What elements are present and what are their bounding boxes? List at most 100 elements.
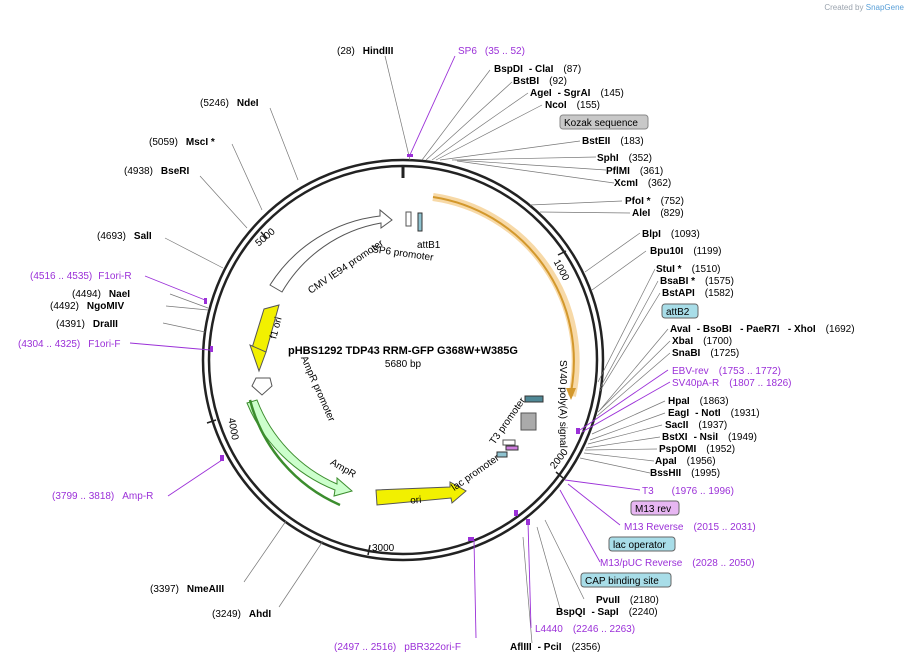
ngomiv-site[interactable]: NgoMIV xyxy=(87,301,125,312)
sv40-feature[interactable] xyxy=(520,412,537,431)
alei-site[interactable]: AleI xyxy=(632,208,651,219)
svg-text:BstXI- NsiI(1949): BstXI- NsiI(1949) xyxy=(662,432,757,443)
bstxi-site[interactable]: BstXI xyxy=(662,432,688,443)
svg-text:PspOMI(1952): PspOMI(1952) xyxy=(659,444,735,455)
svg-text:Bpu10I(1199): Bpu10I (1199) xyxy=(650,246,722,257)
pfoi-site[interactable]: PfoI * xyxy=(625,196,651,207)
m13puc-primer[interactable]: M13/pUC Reverse xyxy=(600,558,683,569)
sv40-label: SV40 poly(A) signal xyxy=(557,360,568,448)
m13reverse-primer[interactable]: M13 Reverse xyxy=(624,522,684,533)
bstapi-site[interactable]: BstAPI xyxy=(662,288,695,299)
sali-site[interactable]: SalI xyxy=(134,231,152,242)
nsii-site[interactable]: - NsiI xyxy=(694,432,719,443)
ndei-site[interactable]: NdeI xyxy=(237,98,259,109)
ampr-primer[interactable]: Amp-R xyxy=(122,491,153,502)
afliii-site[interactable]: AflIII xyxy=(510,642,532,653)
agei-site[interactable]: AgeI xyxy=(530,88,552,99)
draiii-site[interactable]: DraIII xyxy=(93,319,118,330)
sv40pa-range: (1807 .. 1826) xyxy=(729,378,791,389)
f1ori-r-primer[interactable]: F1ori-R xyxy=(98,271,131,282)
eagi-site[interactable]: EagI xyxy=(668,408,689,419)
pbr322-primer[interactable]: pBR322ori-F xyxy=(404,642,461,653)
l4440-primer[interactable]: L4440 xyxy=(535,624,563,635)
svg-text:(28)HindIII: (28)HindIII xyxy=(337,46,394,57)
ncoi-site[interactable]: NcoI xyxy=(545,100,567,111)
ahdi-site[interactable]: AhdI xyxy=(249,609,271,620)
snabi-site[interactable]: SnaBI xyxy=(672,348,701,359)
bpu10i-site[interactable]: Bpu10I xyxy=(650,246,684,257)
naei-site[interactable]: NaeI xyxy=(109,289,130,300)
f1ori-f-primer[interactable]: F1ori-F xyxy=(88,339,120,350)
svg-text:M13 Reverse(2015 .. 2031): M13 Reverse(2015 .. 2031) xyxy=(624,522,756,533)
sphi-site[interactable]: SphI xyxy=(597,153,619,164)
pspomi-site[interactable]: PspOMI xyxy=(659,444,696,455)
ampr-feature[interactable] xyxy=(246,399,354,497)
cmv-promoter[interactable] xyxy=(269,208,393,293)
agei-pos: (145) xyxy=(600,88,623,99)
svg-text:(3249)AhdI: (3249)AhdI xyxy=(212,609,271,620)
nmeaiii-site[interactable]: NmeAIII xyxy=(187,584,224,595)
cap-box[interactable] xyxy=(580,572,672,588)
m13rev-box[interactable] xyxy=(630,500,680,516)
cap-label: CAP binding site xyxy=(585,576,659,587)
svg-text:(4516 .. 4535)F1ori-R: (4516 .. 4535)F1ori-R xyxy=(30,271,132,282)
hpai-site[interactable]: HpaI xyxy=(668,396,690,407)
attb2-feature[interactable] xyxy=(524,395,544,403)
t3-range: (1976 .. 1996) xyxy=(672,486,734,497)
lac-operator-box[interactable] xyxy=(608,536,676,552)
bsabi-pos: (1575) xyxy=(705,276,734,287)
sp6-primer[interactable]: SP6 xyxy=(458,46,477,57)
blpi-site[interactable]: BlpI xyxy=(642,229,661,240)
attb2-label: attB2 xyxy=(666,307,690,318)
ebv-primer[interactable]: EBV-rev xyxy=(672,366,709,377)
pvuii-site[interactable]: PvuII xyxy=(596,595,620,606)
bsabi-site[interactable]: BsaBI * xyxy=(660,276,695,287)
bspqi-site[interactable]: BspQI xyxy=(556,607,586,618)
m13-feature[interactable] xyxy=(505,445,519,451)
apai-site[interactable]: ApaI xyxy=(655,456,677,467)
lac-feature[interactable] xyxy=(502,439,516,446)
sapi-site[interactable]: - SapI xyxy=(591,607,618,618)
svg-text:(2497 .. 2516)pBR322ori-F: (2497 .. 2516)pBR322ori-F xyxy=(334,642,461,653)
bsteii-site[interactable]: BstEII xyxy=(582,136,611,147)
hpai-pos: (1863) xyxy=(700,396,729,407)
t3-primer[interactable]: T3 xyxy=(642,486,654,497)
sp6-promoter-feature[interactable] xyxy=(405,211,412,227)
bseri-site[interactable]: BseRI xyxy=(161,166,190,177)
sp6-range: (35 .. 52) xyxy=(485,46,525,57)
xhoi-site[interactable]: - BsoBI - PaeR7I - XhoI xyxy=(697,324,816,335)
kozak-box[interactable] xyxy=(559,114,649,130)
hindiii-site[interactable]: HindIII xyxy=(363,46,394,57)
ori-feature[interactable] xyxy=(375,481,467,506)
noti-site[interactable]: - NotI xyxy=(695,408,721,419)
backbone-outer xyxy=(201,158,605,562)
bstbi-site[interactable]: BstBI xyxy=(513,76,539,87)
bpu10i-pos: (1199) xyxy=(693,246,721,257)
xbai-pos: (1700) xyxy=(703,336,732,347)
eagi-pos: (1931) xyxy=(731,408,760,419)
stui-site[interactable]: StuI * xyxy=(656,264,682,275)
xcmi-site[interactable]: XcmI xyxy=(614,178,638,189)
pflmi-site[interactable]: PflMI xyxy=(606,166,630,177)
bspdi-site[interactable]: BspDI xyxy=(494,64,523,75)
svg-text:SphI(352): SphI(352) xyxy=(597,153,652,164)
clai-site[interactable]: - ClaI xyxy=(529,64,554,75)
sacii-site[interactable]: SacII xyxy=(665,420,689,431)
stui-pos: (1510) xyxy=(692,264,721,275)
svg-text:(3397)NmeAIII: (3397)NmeAIII xyxy=(150,584,224,595)
bsshii-site[interactable]: BssHII xyxy=(650,468,681,479)
afliii-pos: (2356) xyxy=(572,642,601,653)
ampr-promoter-feature[interactable] xyxy=(251,377,273,396)
lac-op-feature[interactable] xyxy=(496,451,508,458)
tick-4000: 4000 xyxy=(225,417,240,441)
svg-text:EBV-rev(1753 .. 1772): EBV-rev(1753 .. 1772) xyxy=(672,366,781,377)
snapgene-credit: Created by SnapGene xyxy=(824,3,904,12)
pcii-site[interactable]: - PciI xyxy=(538,642,562,653)
avai-site[interactable]: AvaI xyxy=(670,324,691,335)
attb2-box[interactable] xyxy=(661,303,699,319)
msci-site[interactable]: MscI * xyxy=(186,137,215,148)
xbai-site[interactable]: XbaI xyxy=(672,336,693,347)
sgrai-site[interactable]: - SgrAI xyxy=(558,88,591,99)
sv40pa-primer[interactable]: SV40pA-R xyxy=(672,378,719,389)
attb1-feature[interactable] xyxy=(417,212,423,232)
